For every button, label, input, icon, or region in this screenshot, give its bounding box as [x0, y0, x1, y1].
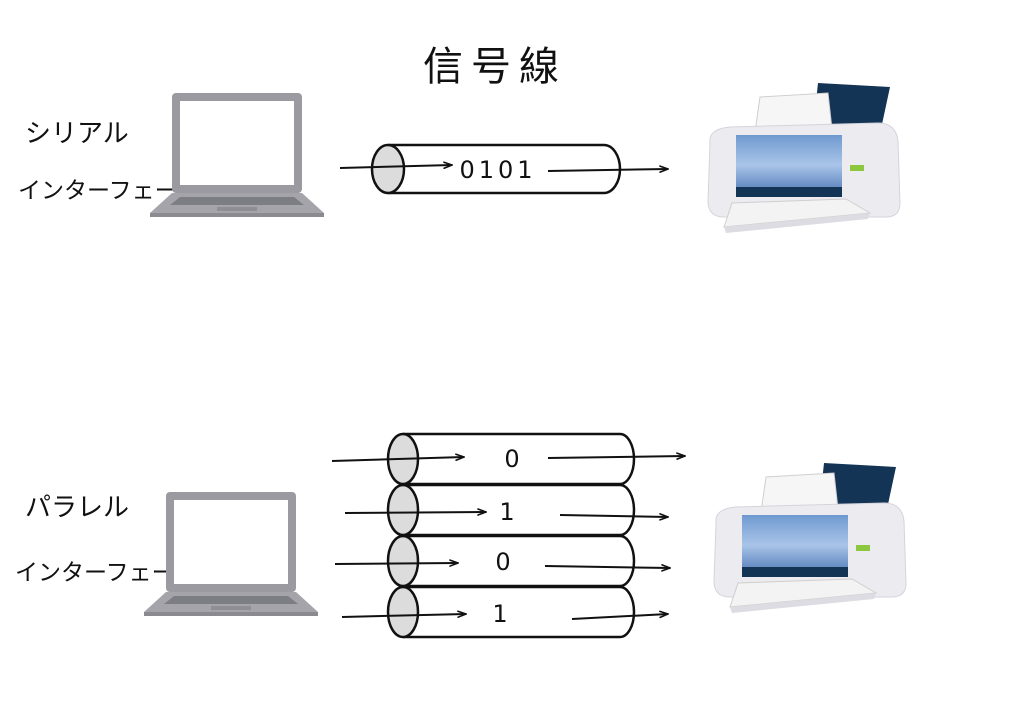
diagram-title: 信号線 [423, 44, 567, 90]
parallel-arrow-out-1 [547, 456, 685, 458]
printer-icon [713, 462, 907, 614]
parallel-arrow-in-1 [331, 457, 464, 462]
laptop-icon [150, 93, 324, 217]
serial-arrow-in [339, 165, 452, 168]
parallel-bit-3: 0 [495, 548, 510, 576]
serial-bits: 0101 [459, 156, 536, 184]
serial-section: シリアル インターフェース 0101 [18, 82, 901, 234]
printer-icon [707, 82, 901, 234]
parallel-section: パラレル インターフェース 0 [15, 432, 907, 639]
parallel-arrow-out-4 [571, 614, 668, 620]
parallel-cable-3 [386, 534, 636, 588]
parallel-arrow-in-3 [334, 563, 458, 564]
parallel-bit-4: 1 [492, 600, 507, 628]
parallel-cable-2 [386, 483, 636, 537]
serial-label-line1: シリアル [25, 119, 129, 149]
serial-arrow-out [547, 169, 668, 171]
parallel-arrow-in-4 [341, 614, 466, 618]
parallel-cable-1 [386, 432, 636, 486]
laptop-icon [144, 492, 318, 616]
parallel-arrow-in-2 [344, 512, 486, 513]
parallel-label-line1: パラレル [25, 493, 129, 523]
parallel-bit-1: 0 [504, 445, 519, 473]
parallel-cable-4 [386, 585, 636, 639]
parallel-bit-2: 1 [499, 498, 514, 526]
parallel-arrow-out-3 [544, 566, 670, 568]
parallel-arrow-out-2 [559, 515, 668, 517]
